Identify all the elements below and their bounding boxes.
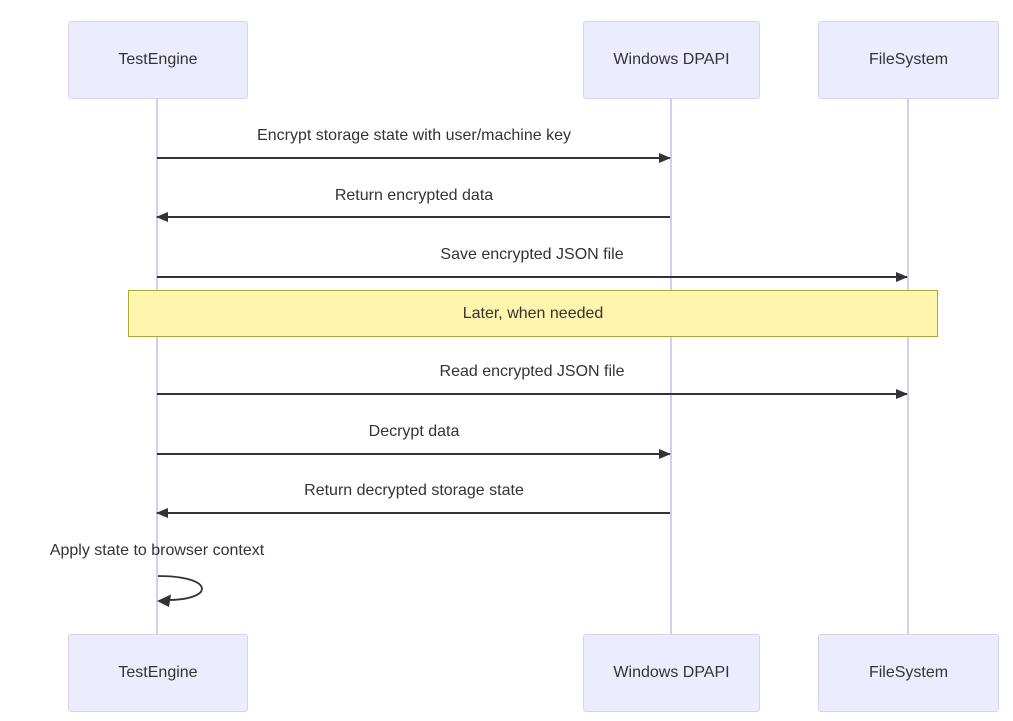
actor-bottom-testengine: TestEngine <box>68 634 248 712</box>
message-label-return-encrypted-data: Return encrypted data <box>334 187 494 204</box>
message-arrow-return-encrypted-data <box>157 216 670 218</box>
note-label: Later, when needed <box>462 304 604 322</box>
message-label-return-decrypted-state: Return decrypted storage state <box>304 482 524 499</box>
actor-label: FileSystem <box>868 664 949 681</box>
lifeline-windows-dpapi <box>670 99 672 635</box>
message-arrow-save-encrypted-json <box>157 276 907 278</box>
message-label-decrypt-data: Decrypt data <box>368 423 460 440</box>
actor-label: Windows DPAPI <box>613 51 730 68</box>
actor-top-testengine: TestEngine <box>68 21 248 99</box>
lifeline-testengine <box>156 99 158 635</box>
message-label-save-encrypted-json: Save encrypted JSON file <box>440 246 624 263</box>
note-later-when-needed: Later, when needed <box>128 290 938 337</box>
self-loop-arrowhead-icon <box>157 594 171 607</box>
actor-top-windows-dpapi: Windows DPAPI <box>583 21 760 99</box>
message-label-apply-state: Apply state to browser context <box>49 542 265 559</box>
message-label-encrypt-storage-state: Encrypt storage state with user/machine … <box>257 127 571 144</box>
actor-top-filesystem: FileSystem <box>818 21 999 99</box>
message-arrow-encrypt-storage-state <box>157 157 670 159</box>
message-arrow-decrypt-data <box>157 453 670 455</box>
actor-bottom-filesystem: FileSystem <box>818 634 999 712</box>
actor-label: Windows DPAPI <box>613 664 730 681</box>
actor-label: TestEngine <box>118 51 198 68</box>
self-loop-curve <box>157 575 203 601</box>
actor-bottom-windows-dpapi: Windows DPAPI <box>583 634 760 712</box>
self-message-arrow <box>157 575 203 607</box>
message-label-read-encrypted-json: Read encrypted JSON file <box>439 363 625 380</box>
message-arrow-return-decrypted-state <box>157 512 670 514</box>
actor-label: TestEngine <box>118 664 198 681</box>
lifeline-filesystem <box>907 99 909 635</box>
message-arrow-read-encrypted-json <box>157 393 907 395</box>
actor-label: FileSystem <box>868 51 949 68</box>
